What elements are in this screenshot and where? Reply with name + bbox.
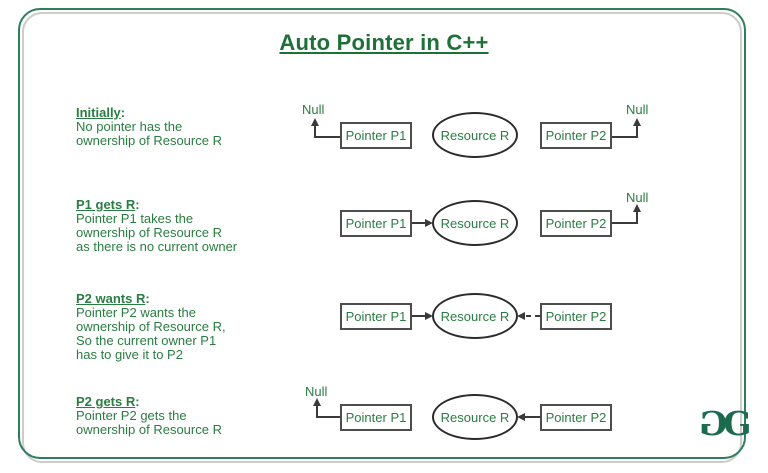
step-1-heading: Initially:	[76, 105, 126, 120]
page-title: Auto Pointer in C++	[279, 30, 489, 55]
frame-shadow	[22, 12, 742, 463]
null-label-row1-left: Null	[302, 102, 325, 117]
step-4-line-2: ownership of Resource R	[76, 422, 222, 437]
step-3-line-2: ownership of Resource R,	[76, 319, 226, 334]
resource-ellipse-row4: Resource R	[432, 394, 518, 440]
step-2-line-1: Pointer P1 takes the	[76, 211, 194, 226]
pointer-p1-box-row2: Pointer P1	[340, 210, 412, 237]
logo-letter-g-mirrored: G	[699, 404, 728, 443]
pointer-p1-box-row4: Pointer P1	[340, 404, 412, 431]
pointer-p2-box-row3: Pointer P2	[540, 303, 612, 330]
null-label-row2-right: Null	[626, 190, 649, 205]
step-4-heading: P2 gets R:	[76, 394, 140, 409]
step-1-text: Initially: No pointer has the ownership …	[76, 106, 306, 148]
pointer-p2-box-row1: Pointer P2	[540, 122, 612, 149]
step-4-text: P2 gets R: Pointer P2 gets the ownership…	[76, 395, 306, 437]
step-2-heading: P1 gets R:	[76, 197, 140, 212]
step-3-text: P2 wants R: Pointer P2 wants the ownersh…	[76, 292, 306, 362]
step-2-line-2: ownership of Resource R	[76, 225, 222, 240]
geeksforgeeks-logo: GG	[699, 404, 752, 443]
resource-ellipse-row3: Resource R	[432, 293, 518, 339]
step-3-line-1: Pointer P2 wants the	[76, 305, 196, 320]
null-label-row1-right: Null	[626, 102, 649, 117]
pointer-p1-box-row3: Pointer P1	[340, 303, 412, 330]
pointer-p2-box-row4: Pointer P2	[540, 404, 612, 431]
page-frame	[18, 8, 746, 459]
logo-letter-g: G	[723, 404, 752, 443]
resource-ellipse-row2: Resource R	[432, 200, 518, 246]
step-3-line-4: has to give it to P2	[76, 347, 183, 362]
pointer-p1-box-row1: Pointer P1	[340, 122, 412, 149]
step-1-line-2: ownership of Resource R	[76, 133, 222, 148]
null-label-row4-left: Null	[305, 384, 328, 399]
step-3-line-3: So the current owner P1	[76, 333, 217, 348]
step-4-line-1: Pointer P2 gets the	[76, 408, 187, 423]
step-3-heading: P2 wants R:	[76, 291, 150, 306]
resource-ellipse-row1: Resource R	[432, 112, 518, 158]
step-2-line-3: as there is no current owner	[76, 239, 238, 254]
step-2-text: P1 gets R: Pointer P1 takes the ownershi…	[76, 198, 306, 254]
step-1-line-1: No pointer has the	[76, 119, 183, 134]
pointer-p2-box-row2: Pointer P2	[540, 210, 612, 237]
